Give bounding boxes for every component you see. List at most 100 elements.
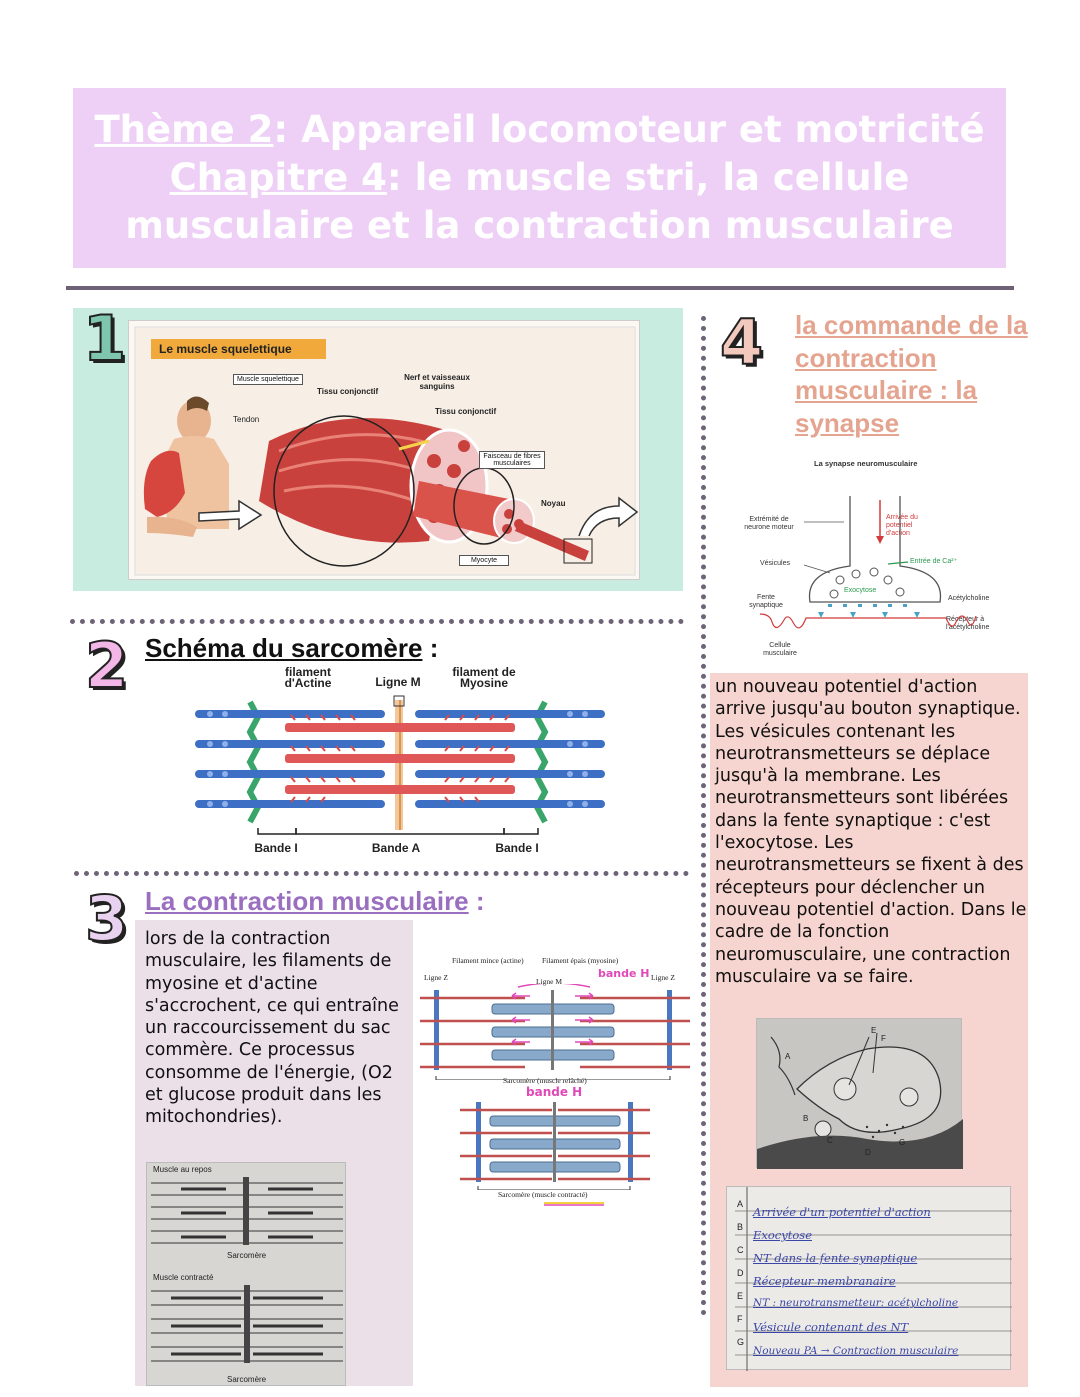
- skeletal-muscle-figure: Le muscle squelettique Muscle squelettiq…: [128, 320, 640, 580]
- section-3-title-text: La contraction musculaire: [145, 886, 469, 916]
- photo-letter-c: C: [827, 1136, 833, 1145]
- theme-label: Thème 2: [94, 108, 274, 151]
- note-line-c: NT dans la fente synaptique: [753, 1251, 918, 1265]
- label-recepteur: Récepteur à l'acétylcholine: [946, 616, 990, 631]
- chapter-label: Chapitre 4: [169, 156, 387, 199]
- label-actine: filament d'Actine: [284, 665, 332, 690]
- photo-diagram-relaxed: [151, 1177, 343, 1245]
- synapse-photo: A B C D E F G: [756, 1018, 963, 1169]
- label-ligne-m: Ligne M: [375, 675, 421, 689]
- highlight-underline: [544, 1202, 604, 1206]
- section-4-text: un nouveau potentiel d'action arrive jus…: [715, 677, 1027, 987]
- section-3-number: 3: [84, 882, 129, 955]
- label-extremite: Extrémité de neurone moteur: [744, 516, 794, 531]
- section-3-colon: :: [468, 886, 485, 916]
- label-tissu-2: Tissu conjonctif: [435, 407, 497, 416]
- label-bande-h-1: bande H: [598, 967, 650, 980]
- caption-contracte: Muscle contracté: [153, 1273, 214, 1282]
- label-fente: Fente synaptique: [749, 594, 783, 609]
- title-banner: Thème 2: Appareil locomoteur et motricit…: [73, 88, 1006, 268]
- sarcomere-relaxed-drawing: [420, 984, 690, 1080]
- caption-contracted: Sarcomère (muscle contracté): [498, 1190, 588, 1199]
- label-tissu-1: Tissu conjonctif: [317, 387, 379, 396]
- label-bande-a: Bande A: [371, 841, 421, 855]
- section-2-title: Schéma du sarcomère :: [145, 633, 438, 664]
- section-1-number: 1: [82, 302, 127, 375]
- label-ligne-z-right: Ligne Z: [651, 973, 675, 982]
- caption-sarcomere-1: Sarcomère: [227, 1251, 267, 1260]
- figure-title: Le muscle squelettique: [151, 339, 326, 359]
- handwritten-notes: A B C D E F G Arrivée d'un potentiel d'a…: [726, 1186, 1012, 1371]
- section-2-title-text: Schéma du sarcomère: [145, 633, 423, 663]
- synapse-figure: La synapse neuromusculaire Extrémité de …: [738, 456, 1010, 661]
- label-myosine: filament de Myosine: [452, 665, 516, 690]
- divider-dotted-2: [74, 871, 689, 876]
- chapter-title: : le muscle stri, la cellule: [386, 156, 910, 199]
- muscle-photo: Muscle au repos Sarcomère Muscle contrac…: [146, 1162, 346, 1386]
- header-line-3: musculaire et la contraction musculaire: [125, 204, 954, 247]
- label-noyau: Noyau: [541, 499, 566, 508]
- note-line-e: NT : neurotransmetteur: acétylcholine: [753, 1297, 959, 1309]
- photo-letter-b: B: [803, 1114, 808, 1123]
- note-letter-c: C: [737, 1245, 744, 1255]
- note-line-d: Récepteur membranaire: [753, 1274, 896, 1288]
- section-2-colon: :: [422, 633, 439, 663]
- label-entree: Entrée de Ca²⁺: [910, 558, 958, 565]
- theme-title: : Appareil locomoteur et motricité: [273, 108, 985, 151]
- synapse-photo-drawing: A B C D E F G: [757, 1026, 963, 1169]
- photo-letter-a: A: [785, 1052, 791, 1061]
- label-nerf: Nerf et vaisseaux sanguins: [404, 373, 470, 391]
- photo-letter-e: E: [871, 1026, 876, 1035]
- label-tendon: Tendon: [233, 415, 260, 424]
- label-bande-i-left: Bande I: [254, 841, 298, 855]
- synapse-drawing: [759, 496, 977, 629]
- note-letter-g: G: [737, 1337, 745, 1347]
- label-exocytose: Exocytose: [844, 587, 877, 594]
- caption-repos: Muscle au repos: [153, 1165, 212, 1174]
- contraction-figure: Filament mince (actine) Filament épais (…: [420, 956, 690, 1206]
- label-filament-mince: Filament mince (actine): [452, 956, 524, 965]
- note-line-g: Nouveau PA → Contraction musculaire: [753, 1345, 959, 1357]
- label-bande-h-2: bande H: [526, 1085, 583, 1099]
- note-line-b: Exocytose: [753, 1228, 812, 1242]
- label-muscle: Muscle squelettique: [233, 374, 303, 385]
- note-letter-b: B: [737, 1222, 744, 1232]
- notes-grid: [735, 1187, 1012, 1371]
- divider-dotted-1: [70, 619, 684, 624]
- note-letter-a: A: [737, 1199, 744, 1209]
- caption-relaxed: Sarcomère (muscle relâché): [503, 1076, 587, 1085]
- photo-letter-d: D: [865, 1148, 871, 1157]
- synapse-fig-title: La synapse neuromusculaire: [814, 459, 918, 468]
- note-letter-d: D: [737, 1268, 744, 1278]
- skeletal-muscle-illustration: [134, 326, 639, 576]
- caption-sarcomere-2: Sarcomère: [227, 1375, 267, 1384]
- note-letter-f: F: [737, 1314, 743, 1324]
- divider-dotted-vertical: [701, 316, 706, 1316]
- section-3-title: La contraction musculaire :: [145, 886, 485, 917]
- label-vesicules: Vésicules: [760, 560, 790, 567]
- note-line-f: Vésicule contenant des NT: [753, 1320, 909, 1334]
- header-line-1: Thème 2: Appareil locomoteur et motricit…: [94, 106, 984, 154]
- sarcomere-contracted-drawing: [460, 1102, 650, 1190]
- label-myocyte: Myocyte: [459, 555, 509, 566]
- photo-letter-g: G: [899, 1138, 905, 1147]
- photo-letter-f: F: [881, 1034, 886, 1043]
- note-line-a: Arrivée d'un potentiel d'action: [753, 1205, 931, 1219]
- section-2-number: 2: [84, 629, 129, 702]
- note-letter-e: E: [737, 1291, 744, 1301]
- sarcomere-diagram: [195, 695, 605, 835]
- photo-diagram-contracted: [151, 1285, 343, 1363]
- section-4-title: la commande de la contraction musculaire…: [795, 310, 1028, 438]
- label-bande-i-right: Bande I: [495, 841, 539, 855]
- label-ligne-z-left: Ligne Z: [424, 973, 448, 982]
- section-4-number: 4: [719, 306, 764, 379]
- header-divider: [66, 286, 1014, 290]
- header-line-2: Chapitre 4: le muscle stri, la cellule: [170, 154, 910, 202]
- label-ligne-m-fig: Ligne M: [536, 977, 563, 986]
- label-faisceau: Faisceau de fibres musculaires: [479, 451, 545, 469]
- section-3-text: lors de la contraction musculaire, les f…: [145, 929, 399, 1128]
- label-acetylcholine: Acétylcholine: [948, 595, 990, 602]
- label-cellule: Cellule musculaire: [763, 642, 797, 657]
- label-arrivee: Arrivée du potentiel d'action: [886, 514, 918, 537]
- label-filament-epais: Filament épais (myosine): [542, 956, 619, 965]
